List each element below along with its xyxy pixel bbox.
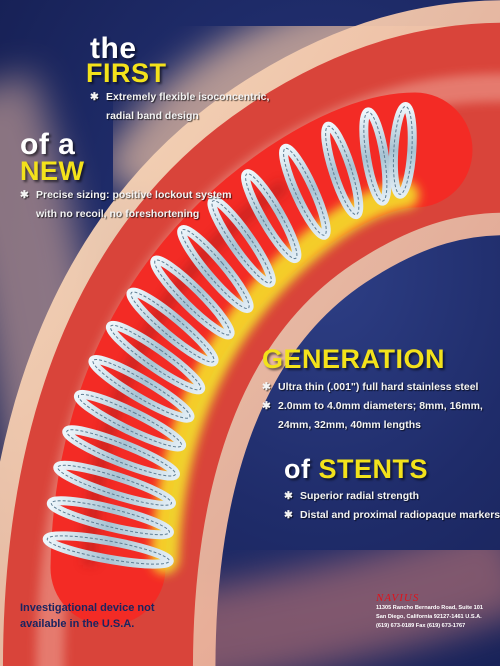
feature-item: ✱Superior radial strength	[284, 487, 500, 506]
star-bullet-icon: ✱	[262, 400, 271, 412]
stent-ring-edge	[109, 324, 202, 391]
stent-ring-edge	[130, 291, 215, 363]
stent-ring-edge	[363, 111, 388, 202]
stent-ring-edge	[77, 393, 183, 448]
headline-stents: STENTS	[318, 454, 429, 484]
investigational-disclaimer: Investigational device not available in …	[20, 602, 155, 630]
stent-ring-edge	[181, 228, 250, 310]
stent-ring-edge	[154, 259, 231, 336]
headline-generation: GENERATION	[262, 344, 446, 374]
company-block: NAVIUS 11305 Rancho Bernardo Road, Suite…	[376, 592, 483, 631]
headline-of-a: of a	[20, 128, 76, 161]
company-logo: NAVIUS	[376, 592, 420, 604]
first-feature-list: ✱Extremely flexible isoconcentric, radia…	[90, 88, 269, 126]
feature-item: 24mm, 32mm, 40mm lengths	[278, 419, 421, 431]
stent-ring-edge	[325, 125, 360, 216]
stents-feature-list: ✱Superior radial strength ✱Distal and pr…	[284, 487, 500, 525]
feature-item: ✱Ultra thin (.001") full hard stainless …	[262, 378, 483, 397]
stent-ring-edge	[57, 464, 172, 506]
stent-ring-edge	[211, 200, 272, 284]
star-bullet-icon: ✱	[262, 381, 271, 393]
lumen-shadow	[83, 179, 289, 566]
company-address: 11305 Rancho Bernardo Road, Suite 101	[376, 605, 483, 611]
feature-item: radial band design	[106, 110, 199, 122]
feature-item: ✱Extremely flexible isoconcentric,	[90, 88, 269, 107]
stent-ring-edge	[92, 359, 191, 419]
star-bullet-icon: ✱	[284, 490, 293, 502]
stent-ring-edge	[66, 429, 176, 477]
star-bullet-icon: ✱	[90, 91, 99, 103]
headline-the: the	[90, 32, 137, 65]
feature-item: ✱Precise sizing: positive lockout system	[20, 186, 232, 205]
headline-first: FIRST	[86, 58, 167, 88]
company-city: San Diego, California 92127-1461 U.S.A.	[376, 614, 482, 620]
stent-ring-edge	[46, 535, 170, 565]
stent-coil	[42, 101, 417, 569]
feature-item: with no recoil, no foreshortening	[36, 208, 200, 220]
company-phone: (619) 673-0189 Fax (619) 673-1767	[376, 623, 466, 629]
headline-new: NEW	[20, 156, 85, 186]
stent-ring-edge	[245, 173, 298, 260]
headline-of: of	[284, 454, 311, 484]
star-bullet-icon: ✱	[20, 189, 29, 201]
stent-ring	[279, 143, 331, 240]
feature-item: ✱Distal and proximal radiopaque markers	[284, 506, 500, 525]
generation-feature-list: ✱Ultra thin (.001") full hard stainless …	[262, 378, 483, 435]
new-feature-list: ✱Precise sizing: positive lockout system…	[20, 186, 232, 224]
stent-ring-edge	[50, 500, 170, 536]
star-bullet-icon: ✱	[284, 509, 293, 521]
stent-ring-edge	[392, 105, 413, 195]
feature-item: ✱2.0mm to 4.0mm diameters; 8mm, 16mm,	[262, 397, 483, 416]
headline-of-stents: of STENTS	[284, 456, 428, 483]
